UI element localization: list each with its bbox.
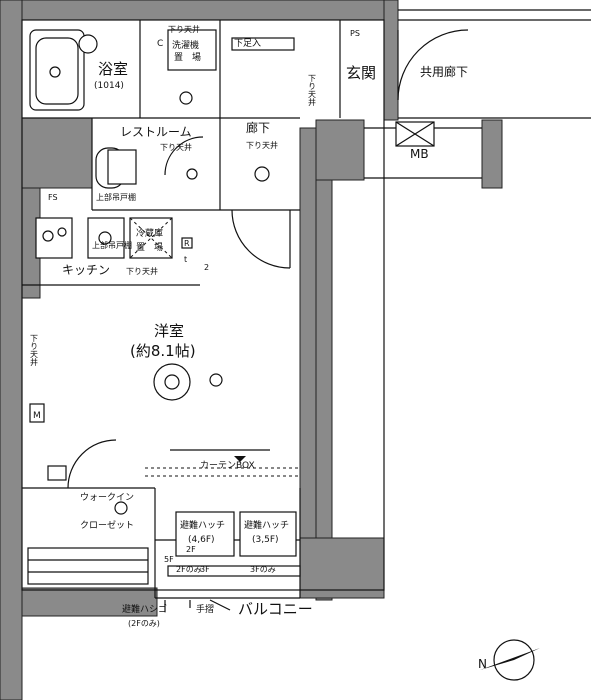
closet-door-arc	[67, 439, 117, 489]
sink-icon	[98, 231, 112, 245]
entrance-ceiling-label: 下り天井	[308, 74, 317, 107]
curtain-arrow-icon	[234, 456, 246, 462]
closet-shelf	[27, 547, 149, 585]
entrance-door-arc	[397, 29, 469, 101]
floor-2f-label: 2F	[186, 545, 196, 554]
upper-cabinet-small-label: 上部吊戸棚	[92, 240, 132, 250]
switch-icon	[209, 373, 223, 387]
mark-2: 2	[204, 263, 209, 272]
wall-right-bottom	[299, 537, 385, 599]
wall-top	[21, 0, 385, 21]
bath-drain-icon	[49, 66, 61, 78]
shower-icon	[78, 34, 98, 54]
kitchen-ceiling-label: 下り天井	[126, 266, 158, 276]
ac-unit	[47, 465, 67, 481]
balcony-label: バルコニー	[238, 600, 313, 618]
burner-icon	[42, 230, 54, 242]
hatch-right	[239, 511, 297, 557]
bath-ceiling-label: 下り天井	[168, 24, 200, 34]
fridge-label: 冷蔵庫	[136, 227, 163, 239]
fs-label: FS	[48, 193, 58, 202]
wall-entrance	[383, 0, 399, 121]
hatch-right-label: 避難ハッチ	[244, 519, 289, 531]
common-corridor-label: 共用廊下	[420, 64, 468, 79]
north-label: N	[478, 657, 487, 671]
inner-outline	[21, 19, 385, 591]
foot-step-label: 下足入	[234, 38, 261, 49]
hatch-left-label: 避難ハッチ	[180, 519, 225, 531]
washer-label: 洗濯機	[172, 39, 199, 51]
wall-left	[0, 0, 23, 700]
ceiling-light-inner	[164, 374, 180, 390]
entrance-label: 玄関	[346, 64, 376, 82]
wall-mb-right	[481, 119, 503, 189]
partitions	[21, 9, 591, 599]
washer-place	[167, 29, 217, 71]
room-door-arc	[231, 209, 291, 269]
wall-right-lower	[315, 179, 333, 601]
restroom-light-icon	[186, 168, 198, 180]
balcony-rail	[167, 565, 301, 577]
restroom-label: レストルーム	[120, 125, 192, 139]
doors	[67, 29, 469, 489]
corridor-label: 廊下	[246, 120, 270, 135]
hatch-right-floors: (3,5F)	[252, 535, 279, 545]
room-label: 洋室	[154, 322, 184, 340]
mark-t: t	[184, 255, 187, 264]
outlet-icon	[181, 237, 193, 249]
ladder-note-label: (2Fのみ)	[128, 619, 160, 628]
wall-right-upper	[299, 127, 317, 539]
shoe-cabinet	[231, 37, 295, 51]
stove	[35, 217, 73, 259]
labels: 浴室 (1014) 下り天井 C 洗濯機 置 場 下足入 PS 玄関 下り天井 …	[30, 24, 487, 671]
bath-size-label: (1014)	[94, 81, 124, 91]
curtain-box-label: カーテンBOX	[200, 460, 255, 471]
corridor-ceiling-label: 下り天井	[246, 140, 278, 150]
restroom-ceiling-label: 下り天井	[160, 142, 192, 152]
room-ceiling-label: 下り天井	[30, 334, 39, 367]
toilet-tank	[107, 149, 137, 185]
corridor-light-icon	[254, 166, 270, 182]
bath-label: 浴室	[98, 60, 128, 78]
washer-place-label: 置 場	[174, 51, 201, 63]
meter-box	[29, 403, 45, 423]
hatch-left-floors: (4,6F)	[188, 535, 215, 545]
burner-icon-2	[57, 227, 67, 237]
floor-5f-label: 5F	[164, 555, 174, 564]
wall-bottom-left	[21, 587, 158, 617]
kitchen-label: キッチン	[62, 263, 110, 277]
wall-mb-left	[315, 119, 365, 181]
upper-cabinet-label: 上部吊戸棚	[96, 192, 136, 202]
closet-light-icon	[114, 501, 128, 515]
hatch-left	[175, 511, 235, 557]
fridge-place-label: 置 場	[136, 241, 163, 253]
closet-label: クローゼット	[80, 519, 134, 531]
floor-drain-icon	[179, 91, 193, 105]
handrail-label: 手摺	[196, 603, 214, 615]
ladder-label: 避難ハシゴ	[122, 603, 167, 615]
fixtures	[27, 29, 540, 681]
wall-chunk-left	[21, 117, 93, 189]
room-size-label: (約8.1帖)	[130, 342, 196, 360]
floor-3f-label: 3F	[200, 565, 210, 574]
mark-c: C	[157, 39, 163, 49]
floor-2f-only-label: 2Fのみ	[176, 565, 202, 574]
ps-right-label: PS	[350, 29, 360, 38]
mark-r: R	[184, 239, 190, 248]
restroom-door-arc	[164, 136, 204, 176]
compass-arrow-icon	[480, 648, 540, 670]
walk-in-label: ウォークイン	[80, 492, 134, 503]
mb-label: MB	[410, 147, 429, 161]
mark-m: M	[33, 411, 41, 421]
walls	[0, 0, 503, 700]
floor-3f-only-label: 3Fのみ	[250, 565, 276, 574]
